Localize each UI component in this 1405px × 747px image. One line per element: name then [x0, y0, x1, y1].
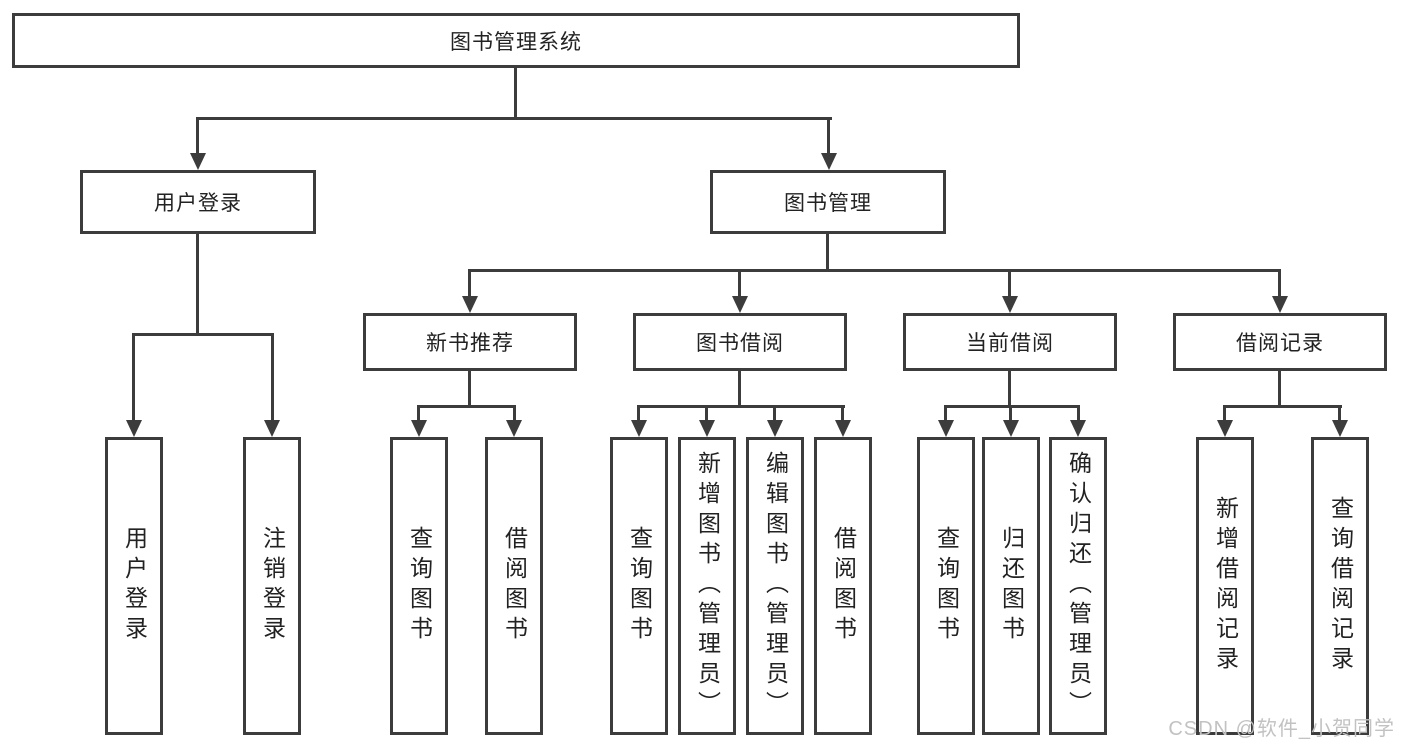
connector-line: [705, 405, 708, 423]
arrow-down-icon: [462, 296, 478, 313]
arrow-down-icon: [631, 420, 647, 437]
connector-line: [1008, 371, 1011, 408]
arrow-down-icon: [699, 420, 715, 437]
leaf-label: 查询借阅记录: [1327, 496, 1354, 676]
leaf-label: 查询图书: [406, 526, 433, 646]
leaf-query-books: 查询图书: [390, 437, 448, 735]
arrow-down-icon: [1003, 420, 1019, 437]
leaf-label: 新增图书（管理员）: [694, 451, 721, 721]
arrow-down-icon: [835, 420, 851, 437]
node-book-borrow: 图书借阅: [633, 313, 847, 371]
arrow-down-icon: [1332, 420, 1348, 437]
connector-line: [513, 405, 516, 423]
connector-line: [1008, 269, 1011, 301]
leaf-query-books: 查询图书: [610, 437, 668, 735]
leaf-borrow-books: 借阅图书: [814, 437, 872, 735]
node-label: 用户登录: [154, 192, 242, 215]
arrow-down-icon: [264, 420, 280, 437]
connector-line: [271, 333, 274, 421]
leaf-label: 确认归还（管理员）: [1065, 451, 1092, 721]
node-label: 当前借阅: [966, 332, 1054, 355]
arrow-down-icon: [126, 420, 142, 437]
node-label: 图书管理系统: [450, 30, 582, 54]
node-borrow-records: 借阅记录: [1173, 313, 1387, 371]
leaf-return-books: 归还图书: [982, 437, 1040, 735]
arrow-down-icon: [821, 153, 837, 170]
connector-line: [773, 405, 776, 423]
arrow-down-icon: [1070, 420, 1086, 437]
node-user-login: 用户登录: [80, 170, 316, 234]
arrow-down-icon: [767, 420, 783, 437]
connector-line: [417, 405, 516, 408]
node-library-system: 图书管理系统: [12, 13, 1020, 68]
arrow-down-icon: [506, 420, 522, 437]
connector-line: [841, 405, 844, 423]
connector-line: [944, 405, 947, 423]
leaf-add-borrow-record: 新增借阅记录: [1196, 437, 1254, 735]
connector-line: [738, 269, 741, 301]
node-label: 新书推荐: [426, 332, 514, 355]
leaf-label: 归还图书: [998, 526, 1025, 646]
leaf-add-book-admin: 新增图书（管理员）: [678, 437, 736, 735]
connector-line: [468, 269, 1281, 272]
connector-line: [1077, 405, 1080, 423]
arrow-down-icon: [190, 153, 206, 170]
arrow-down-icon: [1272, 296, 1288, 313]
leaf-edit-book-admin: 编辑图书（管理员）: [746, 437, 804, 735]
connector-line: [468, 269, 471, 301]
connector-line: [1278, 269, 1281, 301]
leaf-logout: 注销登录: [243, 437, 301, 735]
connector-line: [827, 117, 830, 157]
connector-line: [637, 405, 640, 423]
leaf-label: 查询图书: [626, 526, 653, 646]
leaf-label: 编辑图书（管理员）: [762, 451, 789, 721]
node-current-borrow: 当前借阅: [903, 313, 1117, 371]
leaf-user-login: 用户登录: [105, 437, 163, 735]
connector-line: [514, 68, 517, 118]
connector-line: [637, 405, 845, 408]
connector-line: [1223, 405, 1342, 408]
node-book-management: 图书管理: [710, 170, 946, 234]
arrow-down-icon: [732, 296, 748, 313]
connector-line: [1009, 405, 1012, 423]
connector-line: [1278, 371, 1281, 408]
connector-line: [738, 371, 741, 408]
connector-line: [1338, 405, 1341, 423]
leaf-borrow-books: 借阅图书: [485, 437, 543, 735]
connector-line: [196, 117, 832, 120]
leaf-query-borrow-record: 查询借阅记录: [1311, 437, 1369, 735]
leaf-label: 借阅图书: [501, 526, 528, 646]
connector-line: [196, 117, 199, 157]
leaf-confirm-return-admin: 确认归还（管理员）: [1049, 437, 1107, 735]
connector-line: [417, 405, 420, 423]
arrow-down-icon: [411, 420, 427, 437]
node-label: 图书借阅: [696, 332, 784, 355]
connector-line: [132, 333, 135, 421]
leaf-label: 新增借阅记录: [1212, 496, 1239, 676]
connector-line: [196, 234, 199, 335]
leaf-query-books: 查询图书: [917, 437, 975, 735]
connector-line: [468, 371, 471, 408]
connector-line: [944, 405, 1080, 408]
connector-line: [1223, 405, 1226, 423]
arrow-down-icon: [1217, 420, 1233, 437]
connector-line: [826, 234, 829, 272]
node-label: 借阅记录: [1236, 332, 1324, 355]
leaf-label: 用户登录: [121, 526, 148, 646]
watermark: CSDN @软件_小贺同学: [1168, 718, 1395, 740]
connector-line: [132, 333, 274, 336]
leaf-label: 查询图书: [933, 526, 960, 646]
leaf-label: 注销登录: [259, 526, 286, 646]
arrow-down-icon: [938, 420, 954, 437]
node-label: 图书管理: [784, 192, 872, 215]
arrow-down-icon: [1002, 296, 1018, 313]
node-new-book-recommend: 新书推荐: [363, 313, 577, 371]
leaf-label: 借阅图书: [830, 526, 857, 646]
